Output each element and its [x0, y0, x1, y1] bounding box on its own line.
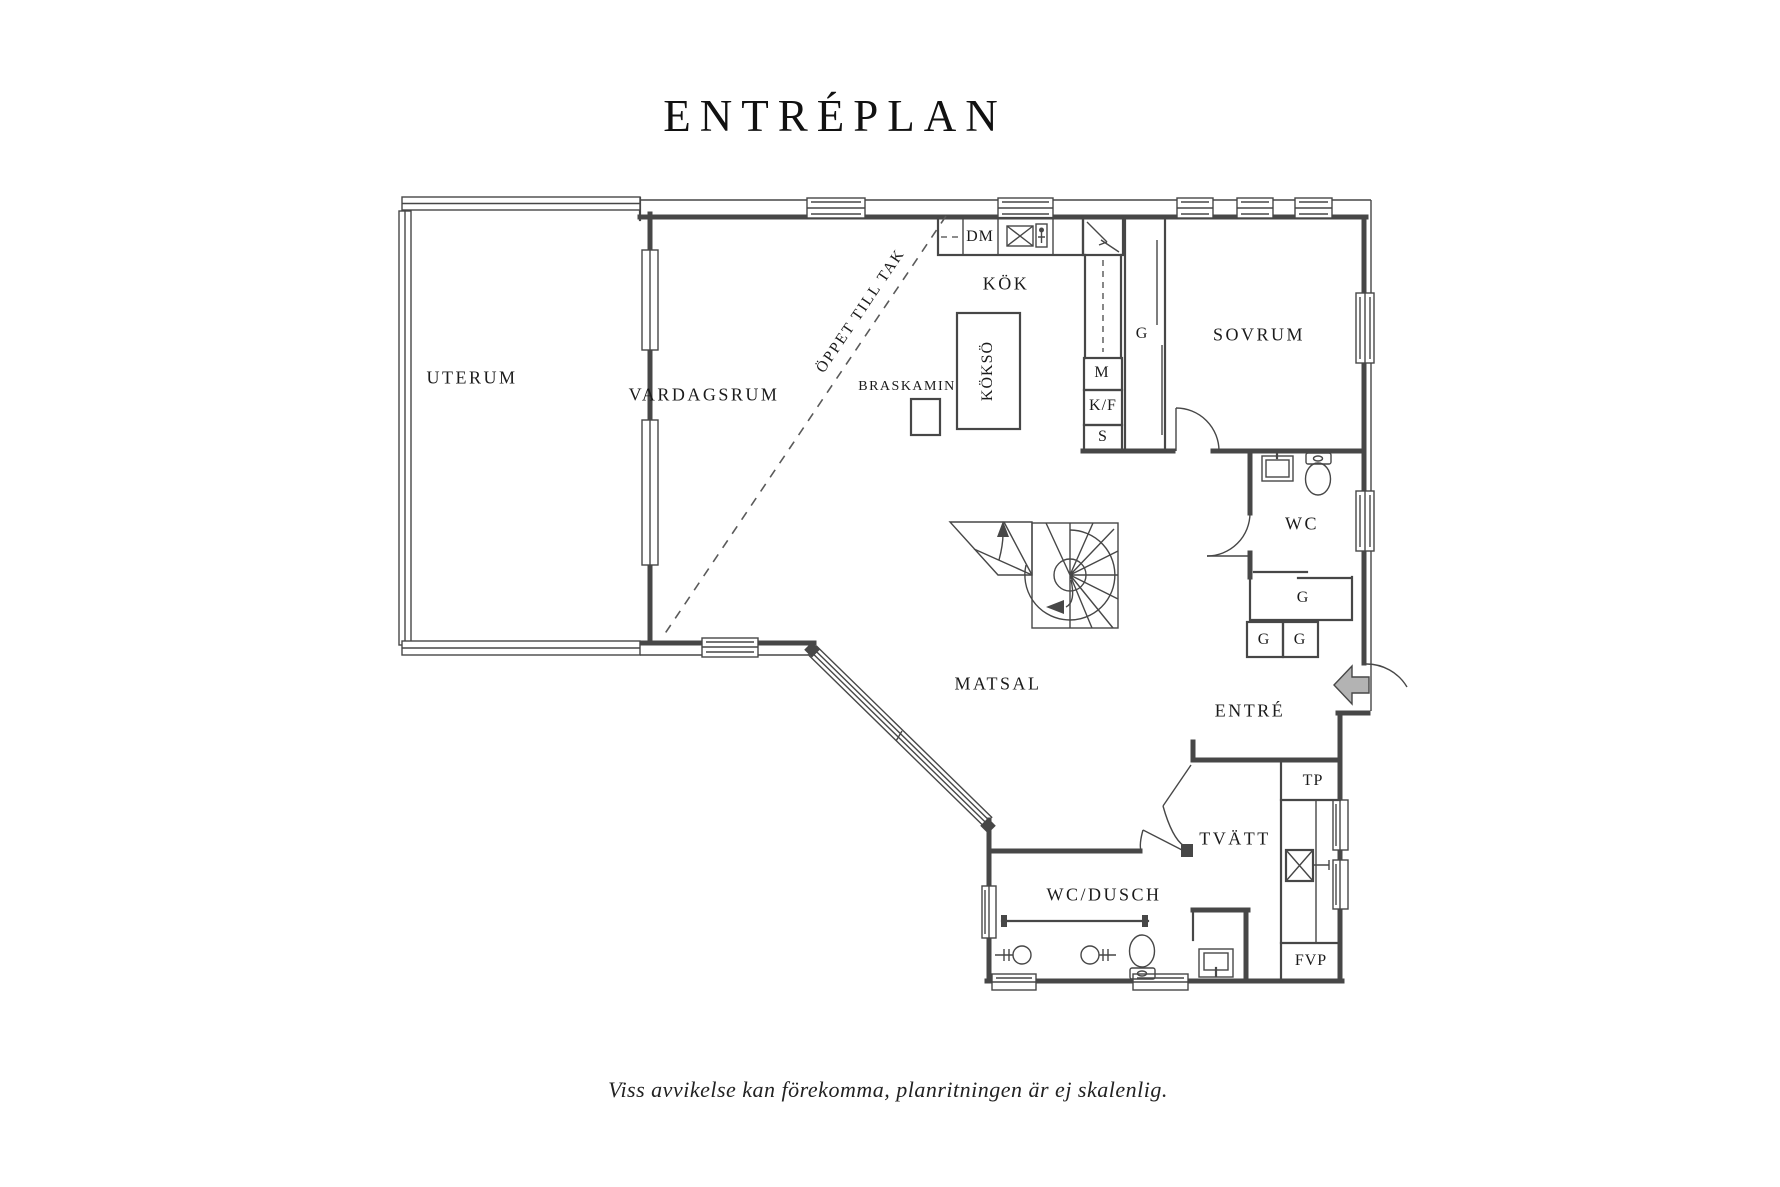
interior-walls: [1080, 448, 1367, 580]
label-kitchen-island: KÖKSÖ: [979, 340, 996, 402]
outer-walls: [637, 196, 1372, 984]
uterum-divider-wall: [641, 211, 659, 646]
label-wardrobe: G: [1296, 589, 1310, 606]
wc-fixtures: [1261, 448, 1332, 496]
shower-room-fixtures: [995, 915, 1234, 980]
entrance-door-swing: [1365, 663, 1408, 688]
spiral-staircase: [948, 521, 1119, 629]
disclaimer-note: Viss avvikelse kan förekomma, planritnin…: [608, 1077, 1168, 1102]
label-wardrobe: G: [1257, 631, 1271, 648]
kitchen-sink-icon: [1006, 225, 1034, 247]
room-label-wc: WC: [1285, 513, 1319, 534]
kitchen-faucet-icon: [1035, 223, 1048, 248]
room-label-wc-dusch: WC/DUSCH: [1046, 884, 1162, 905]
shower-head-icon: [1080, 945, 1100, 965]
entrance-arrow-icon: [1333, 664, 1370, 706]
label-microwave: M: [1094, 364, 1110, 381]
room-label-vardagsrum: VARDAGSRUM: [628, 384, 780, 405]
wc-toilet-icon: [1305, 452, 1332, 465]
stair-down-arrow: [1065, 579, 1074, 608]
room-label-tvatt: TVÄTT: [1199, 828, 1271, 849]
shower-room-toilet-icon: [1129, 967, 1156, 980]
label-wardrobe: G: [1293, 631, 1307, 648]
label-dishwasher: DM: [966, 228, 994, 245]
open-to-ceiling-line: [661, 215, 947, 639]
room-label-entre: ENTRÉ: [1214, 700, 1286, 721]
diagonal-glass-wall: [804, 641, 996, 834]
label-fireplace: BRASKAMIN: [858, 379, 956, 394]
label-wardrobe: G: [1135, 325, 1149, 342]
label-drying-cabinet: TP: [1302, 772, 1324, 789]
room-label-sovrum: SOVRUM: [1212, 324, 1306, 345]
windows: [701, 197, 1375, 991]
label-fridge-freezer: K/F: [1089, 397, 1117, 414]
chimney-shaft: [1081, 216, 1125, 360]
room-label-uterum: UTERUM: [426, 367, 518, 388]
doors: [1139, 407, 1408, 852]
page-title: ENTRÉPLAN: [663, 91, 1007, 141]
label-heat-pump: FVP: [1294, 952, 1328, 969]
shower-head-icon: [1012, 945, 1032, 965]
laundry-fixtures: [1279, 761, 1342, 983]
wardrobes: [1123, 216, 1354, 659]
appliance-cabinets: [1082, 356, 1124, 453]
fireplace: [909, 397, 942, 437]
uterum-glass-walls: [398, 196, 641, 656]
kitchen-counter: [936, 216, 1085, 257]
room-label-kok: KÖK: [982, 273, 1030, 294]
room-label-matsal: MATSAL: [954, 673, 1042, 694]
kitchen-island: [955, 311, 1022, 431]
stair-up-arrow: [998, 533, 1004, 561]
label-pantry: S: [1098, 428, 1108, 445]
